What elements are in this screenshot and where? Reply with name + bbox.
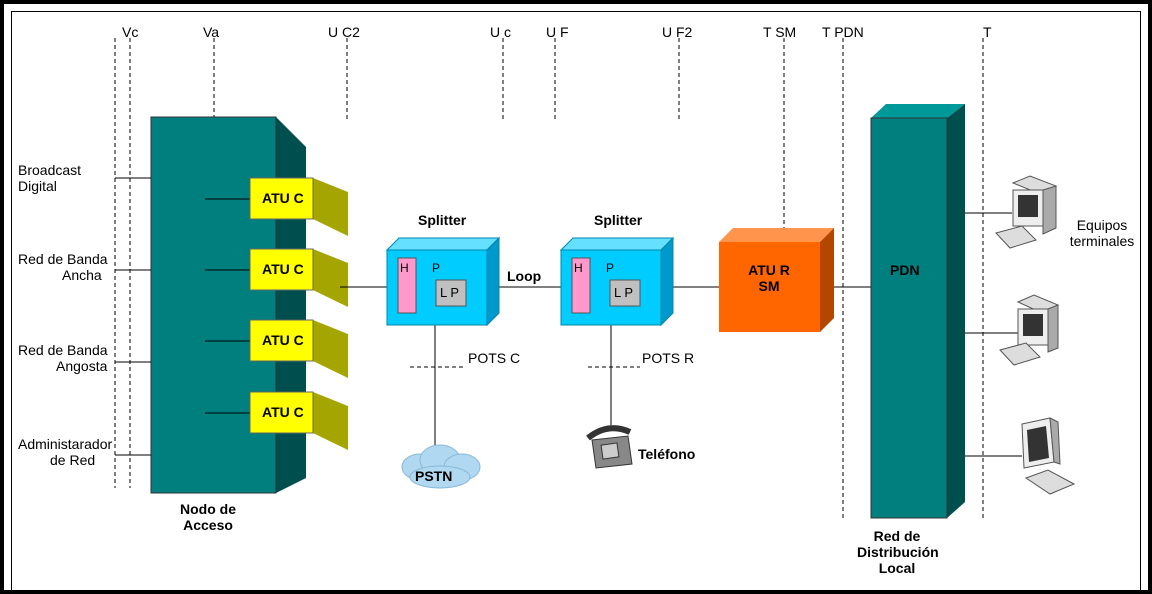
atu-c-4 bbox=[249, 391, 348, 450]
atu-c-blocks bbox=[249, 177, 348, 450]
pdn-block bbox=[870, 104, 965, 519]
loop-label: Loop bbox=[507, 268, 542, 284]
telephone-icon bbox=[586, 425, 633, 469]
ref-label-ur: U F bbox=[546, 24, 569, 40]
terminal-lines bbox=[965, 212, 1022, 457]
splitter-c-hp-label: H P bbox=[400, 260, 440, 276]
ref-label-ur2: U F2 bbox=[662, 24, 693, 40]
ref-label-tpdn: T PDN bbox=[822, 24, 864, 40]
atu-c-2 bbox=[249, 248, 348, 307]
ref-label-vc: Vc bbox=[122, 24, 139, 40]
atu-c-label-1: ATU C bbox=[262, 190, 304, 206]
computer-icon-2 bbox=[999, 294, 1060, 366]
ref-label-uc2: U C2 bbox=[328, 24, 360, 40]
pstn-cloud-icon bbox=[401, 444, 481, 489]
atu-c-1 bbox=[249, 177, 348, 236]
ref-label-uc: U c bbox=[490, 24, 511, 40]
splitter-r-lp-label: L P bbox=[614, 285, 634, 300]
input-lines bbox=[115, 177, 250, 456]
splitter-c bbox=[385, 236, 501, 327]
splitter-r-hp-label: H P bbox=[574, 260, 614, 276]
pdn-label: PDN bbox=[890, 262, 920, 278]
splitter-c-title: Splitter bbox=[418, 212, 467, 228]
ref-label-t: T bbox=[983, 24, 992, 40]
atu-r-block bbox=[719, 228, 834, 332]
atu-c-3 bbox=[249, 319, 348, 378]
ref-label-tsm: T SM bbox=[763, 24, 797, 40]
connection-lines bbox=[340, 286, 871, 455]
atu-c-label-2: ATU C bbox=[262, 261, 304, 277]
computer-icon-3 bbox=[1021, 417, 1076, 495]
ref-label-va: Va bbox=[203, 24, 220, 40]
splitter-r-title: Splitter bbox=[594, 212, 643, 228]
atu-c-label-3: ATU C bbox=[262, 332, 304, 348]
pots-r-label: POTS R bbox=[642, 350, 695, 366]
pstn-label: PSTN bbox=[415, 468, 453, 484]
inner-frame bbox=[11, 11, 1141, 590]
telephone-label: Teléfono bbox=[638, 446, 696, 462]
splitter-r bbox=[559, 236, 675, 327]
computer-icon-1 bbox=[995, 175, 1058, 249]
pots-c-label: POTS C bbox=[468, 350, 521, 366]
access-node bbox=[150, 116, 306, 494]
splitter-c-lp-label: L P bbox=[440, 285, 460, 300]
atu-c-label-4: ATU C bbox=[262, 404, 304, 420]
